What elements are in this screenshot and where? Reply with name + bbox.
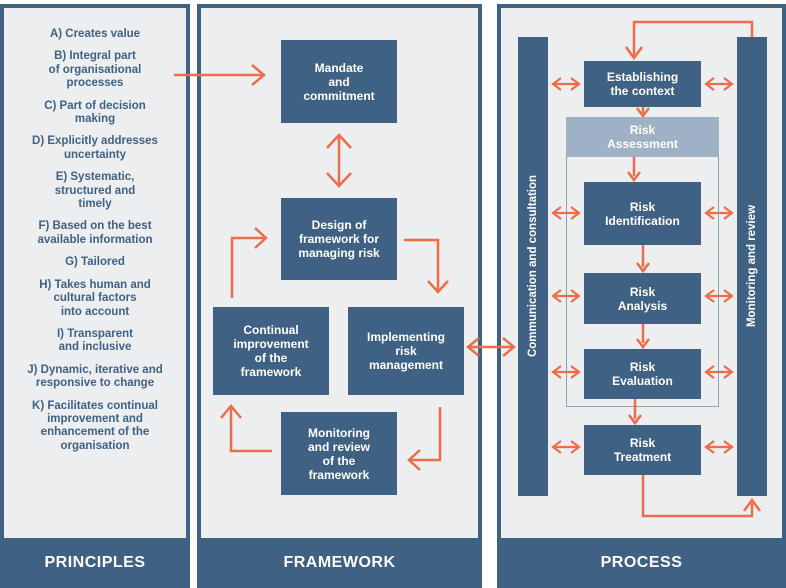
- context-to-assessment-arrow-head: [636, 107, 650, 119]
- framework-footer: FRAMEWORK: [197, 538, 482, 588]
- principle-h: H) Takes human and cultural factors into…: [39, 278, 151, 318]
- principle-a: A) Creates value: [49, 28, 141, 40]
- analysis-box: Risk Analysis: [584, 273, 701, 324]
- principle-c: C) Part of decision making: [44, 99, 146, 126]
- design-to-implementing-arrow: [404, 238, 440, 290]
- implementing-box: Implementing risk management: [348, 307, 464, 395]
- analysis-to-evaluation-arrow-head: [636, 338, 650, 350]
- treatment-box: Risk Treatment: [584, 425, 701, 475]
- design-to-implementing-arrow-head: [427, 280, 449, 294]
- principle-e: E) Systematic, structured and timely: [54, 171, 136, 211]
- principles-panel: [0, 4, 190, 588]
- continual-to-design-arrow-head: [254, 227, 268, 249]
- top-loop-arrow: [632, 20, 754, 56]
- identification-to-analysis-arrow-head: [636, 262, 650, 274]
- continual-box: Continual improvement of the framework: [213, 307, 329, 395]
- mandate-box: Mandate and commitment: [281, 40, 397, 123]
- principle-j: J) Dynamic, iterative and responsive to …: [27, 363, 163, 390]
- implementing-to-monitoring-arrow: [410, 407, 442, 462]
- principles-to-mandate-arrow-head: [251, 64, 266, 86]
- principle-f: F) Based on the best available informati…: [37, 220, 153, 246]
- principle-g: G) Tailored: [65, 256, 125, 269]
- mandate-design-arrow-head-up: [326, 133, 352, 149]
- principle-d: D) Explicitly addresses uncertainty: [32, 135, 158, 161]
- principles-footer: PRINCIPLES: [0, 538, 190, 588]
- principles-list: A) Creates value B) Integral part of org…: [8, 20, 182, 453]
- design-box: Design of framework for managing risk: [281, 198, 397, 280]
- framework-process-arrow-head-left: [466, 337, 480, 357]
- monitoring-to-continual-arrow-head: [220, 404, 242, 419]
- evaluation-box: Risk Evaluation: [584, 349, 701, 399]
- evaluation-to-treatment-arrow-head: [628, 414, 642, 426]
- principle-b: B) Integral part of organisational proce…: [48, 50, 142, 90]
- monitoring-to-continual-arrow: [229, 408, 272, 453]
- principle-i: I) Transparent and inclusive: [56, 327, 134, 354]
- framework-process-arrow-head-right: [502, 337, 516, 357]
- continual-to-design-arrow: [230, 236, 264, 298]
- principle-k: K) Facilitates continual improvement and…: [32, 399, 158, 452]
- assessment-to-identification-arrow-head: [627, 171, 641, 183]
- context-box: Establishing the context: [584, 61, 701, 107]
- implementing-to-monitoring-arrow-head: [407, 449, 421, 471]
- identification-box: Risk Identification: [584, 182, 701, 245]
- communication-bar: [518, 37, 548, 496]
- framework-monitoring-box: Monitoring and review of the framework: [281, 412, 397, 495]
- bottom-loop-arrow: [641, 475, 754, 518]
- monitoring-bar: [737, 37, 767, 496]
- mandate-design-arrow-head-down: [326, 172, 352, 188]
- top-loop-arrow-head: [624, 46, 644, 61]
- risk-assessment-header: Risk Assessment: [566, 117, 719, 157]
- process-footer: PROCESS: [497, 538, 786, 588]
- bottom-loop-arrow-head: [742, 497, 762, 512]
